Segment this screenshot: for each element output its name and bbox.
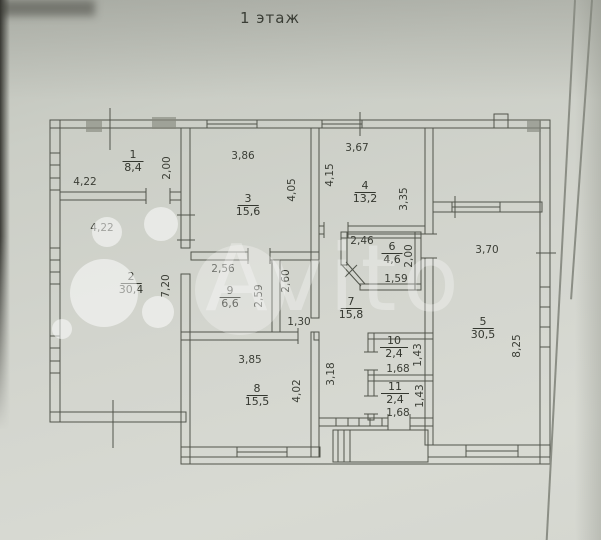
dim-label: 4,15	[324, 163, 336, 187]
page-title: 1 этаж	[240, 9, 300, 27]
room-label-2: 2 30,4	[118, 270, 144, 297]
room-label-1: 1 8,4	[122, 148, 144, 175]
room-label-10: 10 2,4	[380, 334, 408, 361]
room-label-4: 4 13,2	[352, 179, 378, 206]
room-number: 11	[381, 380, 409, 395]
room-area: 15,6	[235, 205, 261, 219]
dim-label: 2,46	[350, 235, 374, 247]
wall-piers-group	[86, 117, 541, 132]
dim-label: 7,20	[160, 274, 172, 298]
room-number: 9	[219, 284, 241, 299]
room-number: 8	[246, 382, 268, 397]
dim-label: 3,86	[231, 150, 255, 162]
dim-label: 4,05	[286, 178, 298, 202]
dim-label: 1,68	[386, 407, 410, 419]
room6-walls-group	[340, 231, 422, 291]
room-number: 1	[122, 148, 144, 163]
dim-label: 3,67	[345, 142, 369, 154]
room-number: 4	[354, 179, 376, 194]
room-area: 6,6	[221, 297, 239, 311]
dim-label: 1,30	[287, 316, 311, 328]
porch-group	[332, 429, 429, 463]
room-label-3: 3 15,6	[235, 192, 261, 219]
dim-label: 8,25	[511, 334, 523, 358]
room-label-7: 7 15,8	[338, 295, 364, 322]
dim-label: 2,00	[161, 156, 173, 180]
windows-group	[49, 119, 551, 458]
dim-label: 4,22	[73, 176, 97, 188]
dim-label: 3,85	[238, 354, 262, 366]
dim-label: 4,22	[90, 222, 114, 234]
photo-shading-right	[575, 0, 601, 540]
photo-shading-top	[0, 0, 601, 100]
dim-label: 2,00	[403, 244, 415, 268]
dim-label: 1,68	[386, 363, 410, 375]
dim-label: 1,43	[414, 384, 426, 408]
photo-edge-left	[0, 0, 10, 430]
room-label-8: 8 15,5	[244, 382, 270, 409]
room-number: 2	[120, 270, 142, 285]
room-area: 13,2	[352, 192, 378, 206]
room-area: 4,6	[383, 253, 401, 267]
dim-label: 4,02	[291, 379, 303, 403]
room-label-5: 5 30,5	[470, 315, 496, 342]
room-number: 6	[381, 240, 403, 255]
rooms-10-11-walls-group	[364, 332, 434, 421]
photo-corner-shadow	[0, 0, 95, 16]
dim-label: 3,18	[325, 362, 337, 386]
room-area: 15,8	[338, 308, 364, 322]
room-number: 3	[237, 192, 259, 207]
dim-label: 2,59	[253, 284, 265, 308]
dim-label: 1,59	[384, 273, 408, 285]
room-label-11: 11 2,4	[381, 380, 409, 407]
dim-label: 3,70	[475, 244, 499, 256]
room-area: 2,4	[386, 393, 404, 407]
room-label-6: 6 4,6	[381, 240, 403, 267]
room-area: 2,4	[385, 347, 403, 361]
room-area: 30,5	[470, 328, 496, 342]
room-label-9: 9 6,6	[219, 284, 241, 311]
room-number: 5	[472, 315, 494, 330]
room-number: 7	[340, 295, 362, 310]
room-area: 8,4	[124, 161, 142, 175]
dim-label: 1,43	[412, 343, 424, 367]
dim-label: 3,35	[398, 187, 410, 211]
room-number: 10	[380, 334, 408, 349]
ticks-group	[109, 108, 556, 448]
dim-label: 2,60	[280, 269, 292, 293]
dim-label: 2,56	[211, 263, 235, 275]
room-area: 15,5	[244, 395, 270, 409]
room-area: 30,4	[118, 283, 144, 297]
